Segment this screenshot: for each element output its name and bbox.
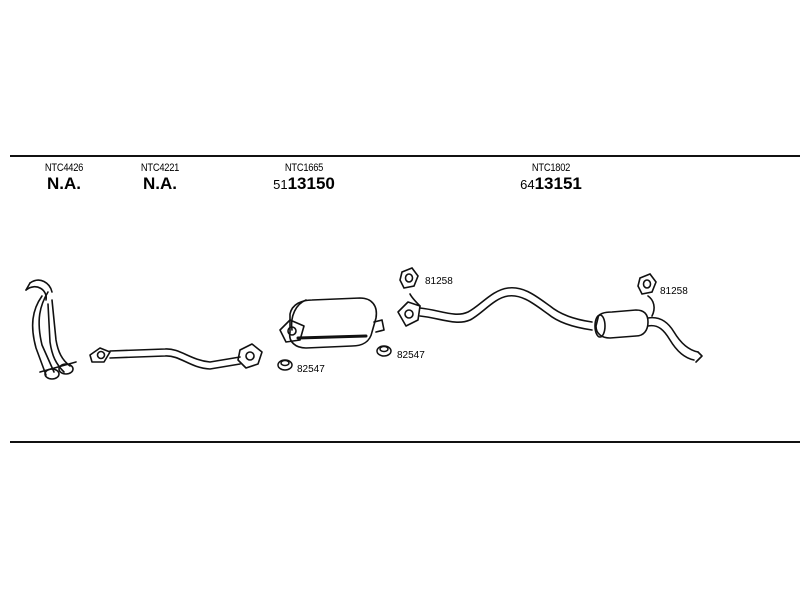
rubber-mount-icon [399,267,657,295]
column-center-silencer: NTC1665 5113150 [268,162,340,194]
center-silencer-icon [279,297,385,349]
gasket-label: 82547 [397,350,425,361]
mount-label: 81258 [425,276,453,287]
top-divider [10,155,800,157]
part-price: N.A. [47,174,81,193]
column-rear-silencer: NTC1802 6413151 [515,162,587,194]
part-code: NTC4426 [44,162,84,174]
bottom-divider [10,441,800,443]
gasket-ring-icon [277,345,392,371]
part-code: NTC1665 [284,162,324,174]
column-front-pipe: NTC4426 N.A. [38,162,90,194]
part-code: NTC4221 [140,162,180,174]
part-price: 5113150 [273,174,335,193]
front-pipe-icon [25,279,77,380]
part-code: NTC1802 [531,162,571,174]
part-price: 6413151 [520,174,582,193]
mount-label: 81258 [660,286,688,297]
rear-silencer-pipe-icon [397,286,703,363]
part-price: N.A. [143,174,177,193]
gasket-label: 82547 [297,364,325,375]
column-intermediate-pipe: NTC4221 N.A. [134,162,186,194]
intermediate-pipe-icon [89,343,263,370]
